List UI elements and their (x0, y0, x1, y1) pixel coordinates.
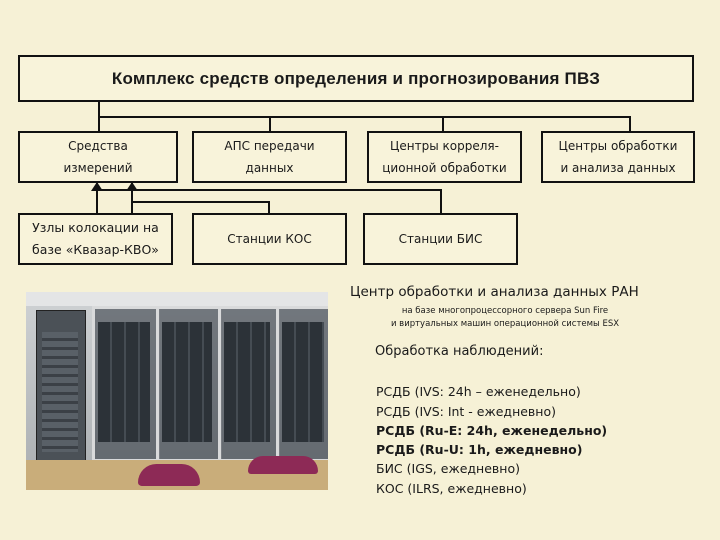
chair-right (248, 456, 318, 474)
processing-item-5: БИС (IGS, ежедневно) (376, 461, 520, 476)
connector-kos-vertical (268, 201, 270, 213)
aps-line2: данных (245, 161, 294, 175)
title-box: Комплекс средств определения и прогнозир… (18, 55, 694, 102)
connector-kos-bus (131, 201, 270, 203)
box-measurements: Средства измерений (18, 131, 178, 183)
arrow-head-right (126, 182, 138, 191)
kvazar-line1: Узлы колокации на (32, 220, 159, 235)
center-subtitle-1: на базе многопроцессорного сервера Sun F… (401, 306, 609, 316)
box-analysis: Центры обработки и анализа данных (541, 131, 695, 183)
racks-inside-1 (98, 322, 150, 442)
box-kvazar: Узлы колокации на базе «Квазар-КВО» (18, 213, 173, 265)
title-text: Комплекс средств определения и прогнозир… (111, 68, 601, 88)
connector-bis-vertical (440, 189, 442, 213)
processing-item-3: РСДБ (Ru-E: 24h, еженедельно) (376, 423, 608, 438)
processing-item-1: РСДБ (IVS: 24h – еженедельно) (376, 384, 581, 399)
processing-item-6: КОС (ILRS, ежедневно) (376, 481, 527, 496)
arrow-head-left (91, 182, 103, 191)
server-room-photo (26, 292, 328, 490)
processing-item-4: РСДБ (Ru-U: 1h, ежедневно) (376, 442, 583, 457)
connector-measurements (98, 102, 100, 131)
connector-bis-bus (96, 189, 442, 191)
kvazar-line2: базе «Квазар-КВО» (32, 242, 159, 257)
connector-kvazar-right (131, 181, 133, 213)
center-title: Центр обработки и анализа данных РАН (350, 284, 639, 300)
connector-correlation (442, 116, 444, 131)
processing-item-2: РСДБ (IVS: Int - ежедневно) (376, 404, 556, 419)
connector-analysis (629, 116, 631, 131)
box-bis: Станции БИС (363, 213, 518, 265)
correlation-line2: ционной обработки (382, 161, 507, 175)
connector-kvazar-left (96, 181, 98, 213)
racks-inside-4 (282, 322, 324, 442)
racks-inside-3 (224, 322, 270, 442)
box-correlation: Центры корреля-ционной обработки (367, 131, 522, 183)
bis-label: Станции БИС (398, 232, 483, 246)
analysis-line2: и анализа данных (560, 161, 676, 175)
rack-left-panel (42, 332, 78, 452)
aps-line1: АПС передачи (224, 139, 315, 153)
connector-aps (269, 116, 271, 131)
measurements-line1: Средства (68, 139, 128, 153)
chair-left (138, 464, 200, 486)
racks-inside-2 (162, 322, 212, 442)
box-kos: Станции КОС (192, 213, 347, 265)
correlation-line1: Центры корреля- (390, 139, 499, 153)
analysis-line1: Центры обработки (558, 139, 678, 153)
processing-heading: Обработка наблюдений: (375, 344, 544, 359)
box-aps: АПС передачи данных (192, 131, 347, 183)
measurements-line2: измерений (63, 161, 133, 175)
kos-label: Станции КОС (227, 232, 312, 246)
connector-top-bus (98, 116, 631, 118)
photo-ceiling (26, 292, 328, 306)
center-subtitle-2: и виртуальных машин операционной системы… (390, 319, 620, 329)
